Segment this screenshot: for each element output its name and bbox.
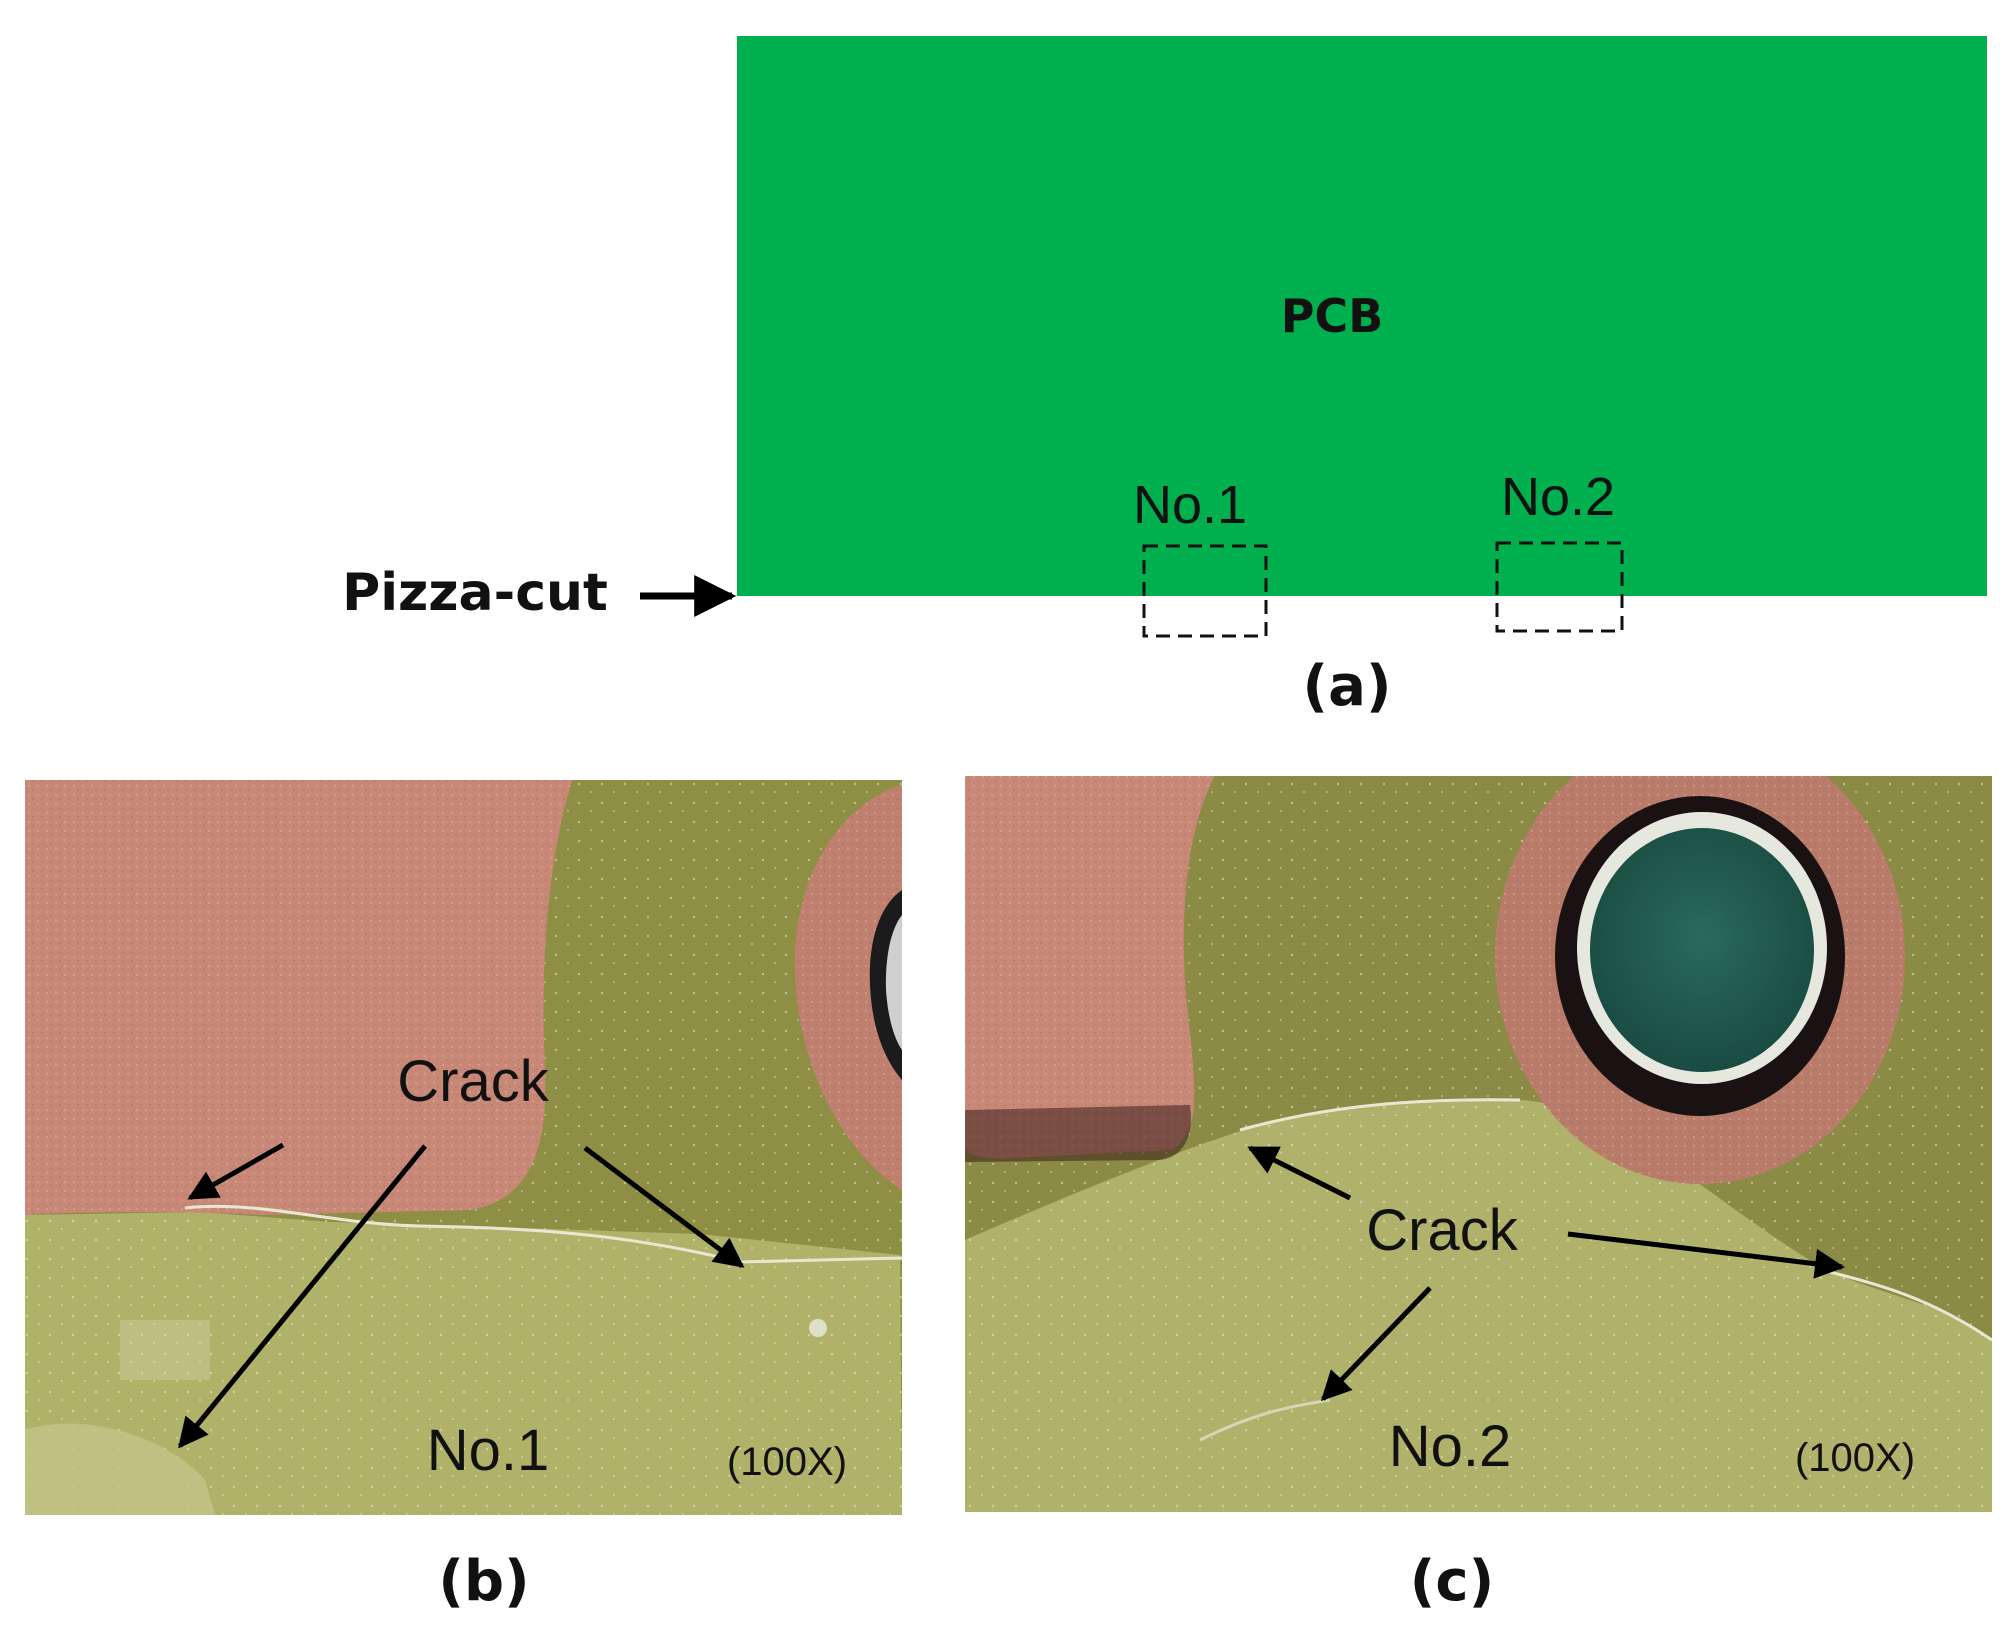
caption-b: (b) [438, 1549, 529, 1614]
region-2-box [1495, 541, 1624, 633]
panel-c: Crack No.2 (100X) (c) [965, 776, 1992, 1614]
region-2-label: No.2 [1501, 467, 1615, 527]
region-label-c: No.2 [1389, 1414, 1512, 1479]
pizza-cut-label: Pizza-cut [342, 563, 608, 623]
caption-c: (c) [1410, 1549, 1494, 1614]
caption-a: (a) [1303, 654, 1392, 719]
pcb-label: PCB [1281, 289, 1384, 343]
panel-a: PCB No.1 No.2 Pizza-cut (a) [342, 36, 1987, 719]
crack-label-b: Crack [397, 1049, 549, 1114]
crack-arrow-b-2 [178, 1144, 427, 1449]
crack-arrow-b-1 [187, 1142, 285, 1201]
region-1-label: No.1 [1133, 475, 1247, 535]
micrograph-c [965, 776, 1992, 1512]
panel-b: Crack No.1 (100X) (b) [25, 780, 902, 1614]
crack-arrow-c-1 [1247, 1145, 1352, 1201]
region-1-box [1142, 544, 1268, 638]
crack-arrow-b-3 [583, 1146, 745, 1268]
micrograph-b [25, 780, 902, 1515]
magnification-c: (100X) [1795, 1436, 1915, 1480]
pcb-board [737, 36, 1987, 596]
crack-label-c: Crack [1366, 1198, 1518, 1263]
region-label-b: No.1 [427, 1418, 550, 1483]
magnification-b: (100X) [727, 1440, 847, 1484]
crack-arrow-c-2 [1567, 1231, 1845, 1279]
crack-arrow-c-3 [1320, 1286, 1432, 1402]
